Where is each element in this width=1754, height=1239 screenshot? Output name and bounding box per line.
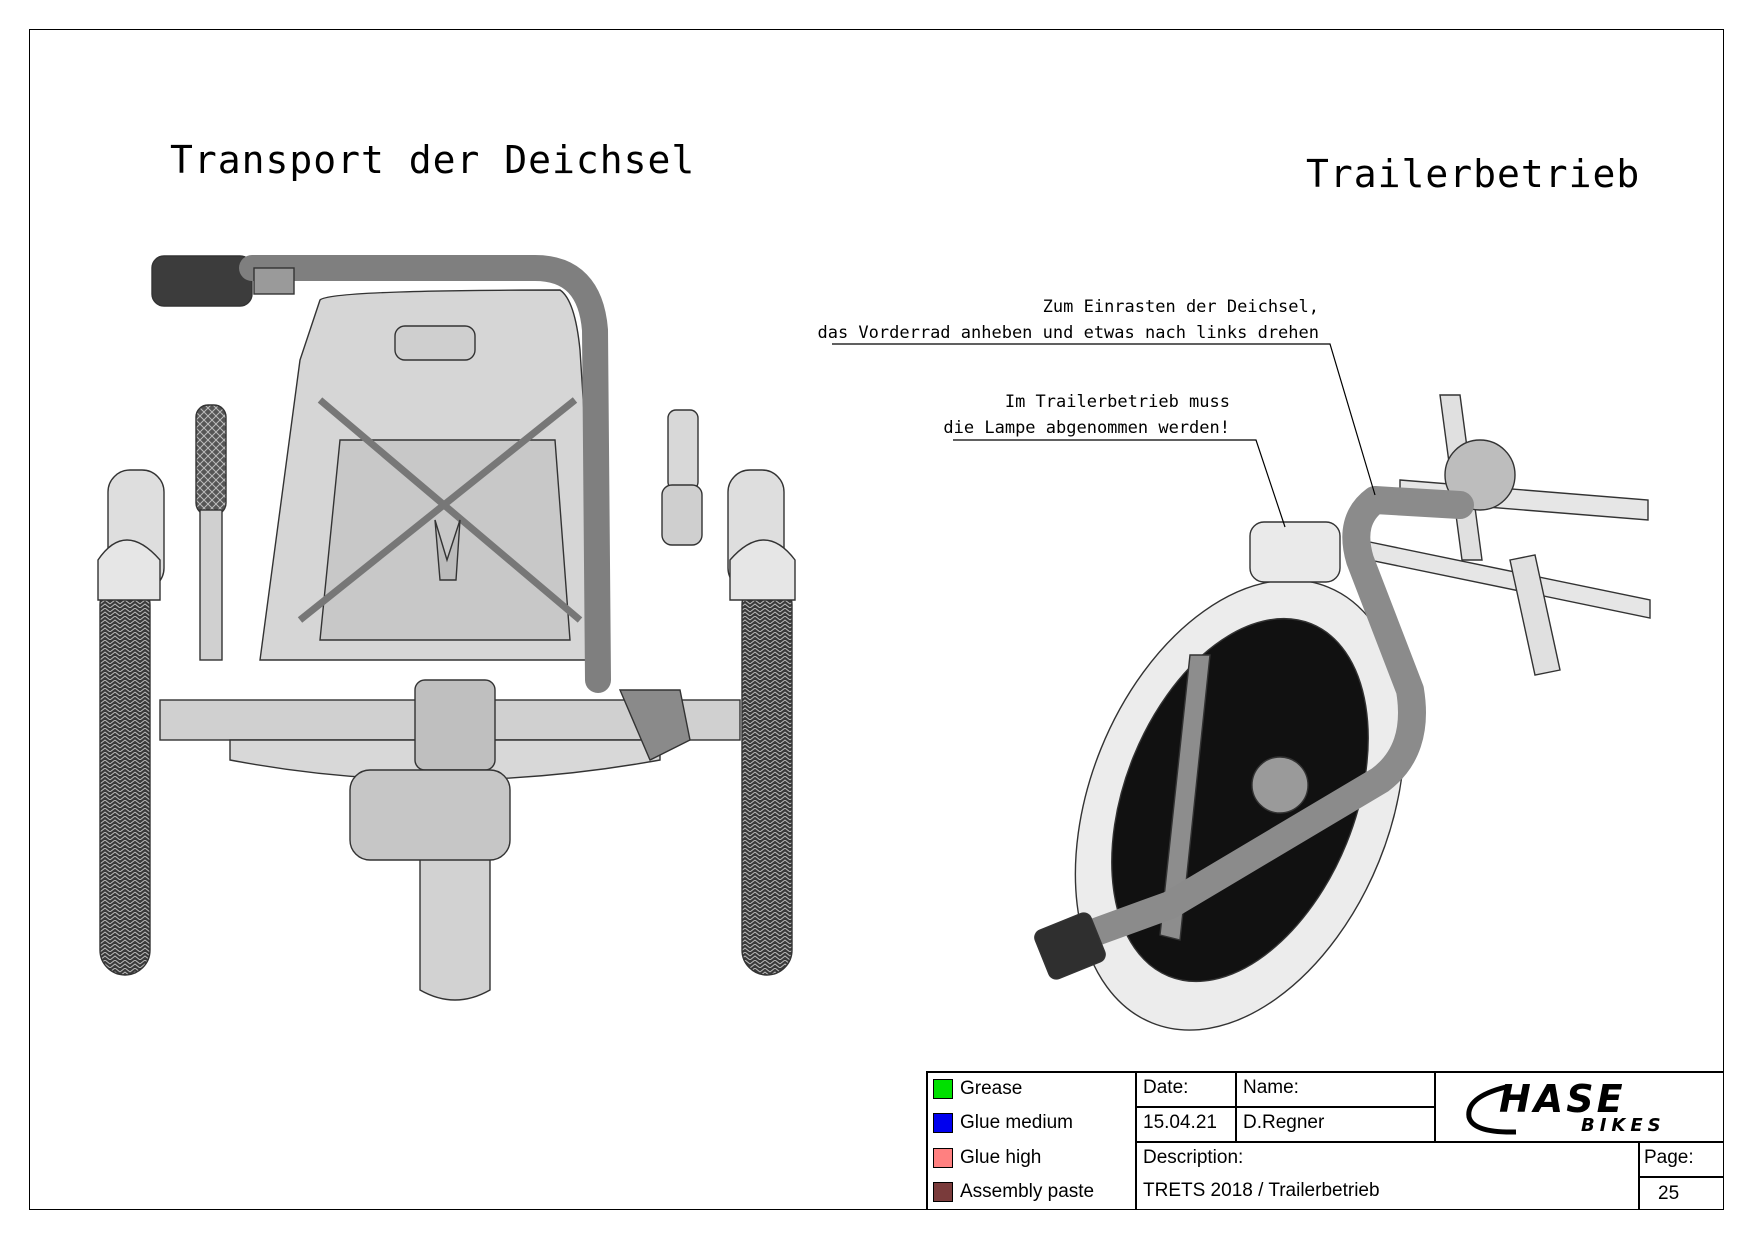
trike-rear-view (97, 255, 796, 1001)
lamp-removal-note: Im Trailerbetrieb muss die Lampe abgenom… (943, 389, 1230, 441)
glue-high-label: Glue high (960, 1147, 1042, 1168)
hase-logo-swoosh-icon (1466, 1084, 1517, 1135)
assembly-paste-label: Assembly paste (960, 1181, 1095, 1202)
name-value: D.Regner (1243, 1112, 1325, 1133)
drawing-frame (29, 29, 1724, 1210)
date-label: Date: (1143, 1077, 1189, 1098)
leader-lines (832, 343, 1376, 528)
glue-high-swatch (933, 1148, 953, 1168)
grease-swatch (933, 1079, 953, 1099)
logo-main-text: HASE (1499, 1077, 1626, 1121)
lamp-removal-line-1: Im Trailerbetrieb muss (1004, 392, 1230, 412)
left-wheel (97, 469, 165, 976)
right-wheel (727, 469, 796, 976)
lock-instruction-line-2: das Vorderrad anheben und etwas nach lin… (817, 323, 1319, 343)
description-label: Description: (1143, 1147, 1244, 1168)
page-value: 25 (1658, 1183, 1680, 1204)
name-label: Name: (1243, 1077, 1299, 1098)
page-label: Page: (1644, 1147, 1694, 1168)
trailer-mode-view (1034, 394, 1651, 1031)
description-value: TRETS 2018 / Trailerbetrieb (1143, 1180, 1380, 1201)
grease-label: Grease (960, 1078, 1023, 1099)
logo-sub-text: BIKES (1581, 1115, 1666, 1136)
lock-instruction-note: Zum Einrasten der Deichsel, das Vorderra… (817, 294, 1319, 346)
glue-medium-label: Glue medium (960, 1112, 1073, 1133)
lamp-removal-line-2: die Lampe abgenommen werden! (943, 418, 1230, 438)
glue-medium-swatch (933, 1113, 953, 1133)
left-view-title: Transport der Deichsel (170, 138, 696, 182)
assembly-paste-swatch (933, 1182, 953, 1202)
title-block: Grease Glue medium Glue high Assembly pa… (926, 1071, 1724, 1210)
lock-instruction-line-1: Zum Einrasten der Deichsel, (1042, 297, 1319, 317)
right-view-title: Trailerbetrieb (1306, 152, 1641, 196)
hase-bikes-logo: HASE BIKES (1461, 1077, 1711, 1137)
date-value: 15.04.21 (1143, 1112, 1217, 1133)
